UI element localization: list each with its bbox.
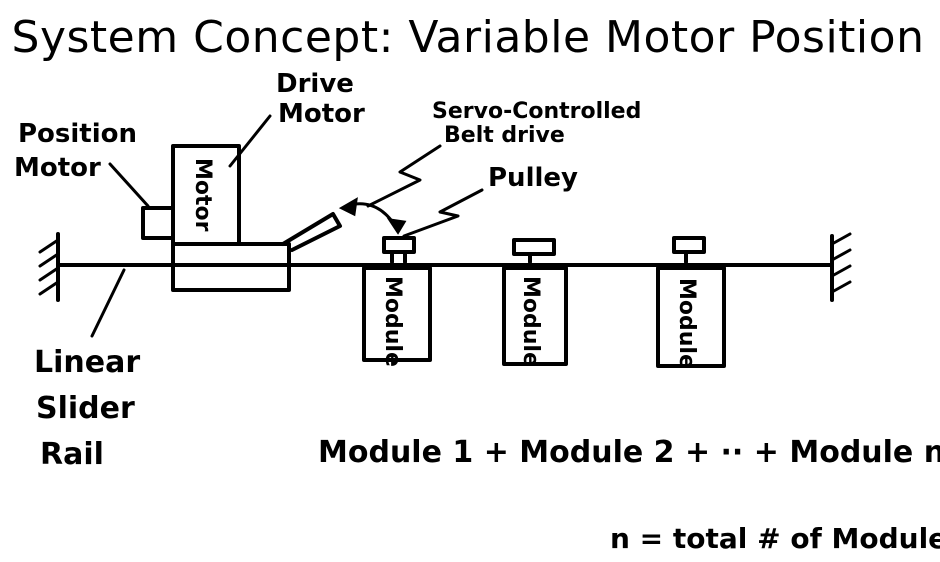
position-motor-box (141, 206, 175, 240)
drive-motor-label-line2: Motor (278, 99, 365, 129)
module-3: Module (656, 236, 726, 369)
rail-label-line1: Linear (34, 345, 140, 380)
position-motor-label-line1: Position (18, 119, 137, 149)
drive-motor-box (171, 144, 241, 246)
diagram-title: System Concept: Variable Motor Position (12, 12, 925, 63)
right-wall-mount (830, 232, 852, 302)
rail-leader (90, 268, 126, 338)
position-motor-label-line2: Motor (14, 153, 101, 183)
motor-box-label: Motor (190, 158, 215, 232)
module-label: Module (518, 276, 543, 367)
position-arrow (338, 197, 407, 235)
pulley-leader (402, 188, 484, 238)
belt-drive-arm (281, 212, 342, 252)
drive-motor-label-line1: Drive (276, 69, 354, 99)
rail-label-line2: Slider (36, 391, 135, 426)
module-label: Module (380, 276, 405, 367)
drive-motor-leader (228, 114, 272, 168)
module-sum-equation: Module 1 + Module 2 + ·· + Module n (318, 435, 940, 470)
pulley-label: Pulley (488, 163, 578, 193)
servo-label-line2: Belt drive (444, 123, 565, 148)
module-count-note: n = total # of Modules (610, 522, 940, 555)
module-2: Module (502, 238, 568, 367)
module-label: Module (674, 278, 699, 369)
position-motor-leader (108, 162, 150, 208)
rail-label-line3: Rail (40, 437, 104, 472)
left-wall-mount (38, 232, 60, 302)
module-1: Module (362, 236, 432, 367)
servo-label-line1: Servo-Controlled (432, 99, 641, 124)
servo-leader (366, 144, 442, 208)
